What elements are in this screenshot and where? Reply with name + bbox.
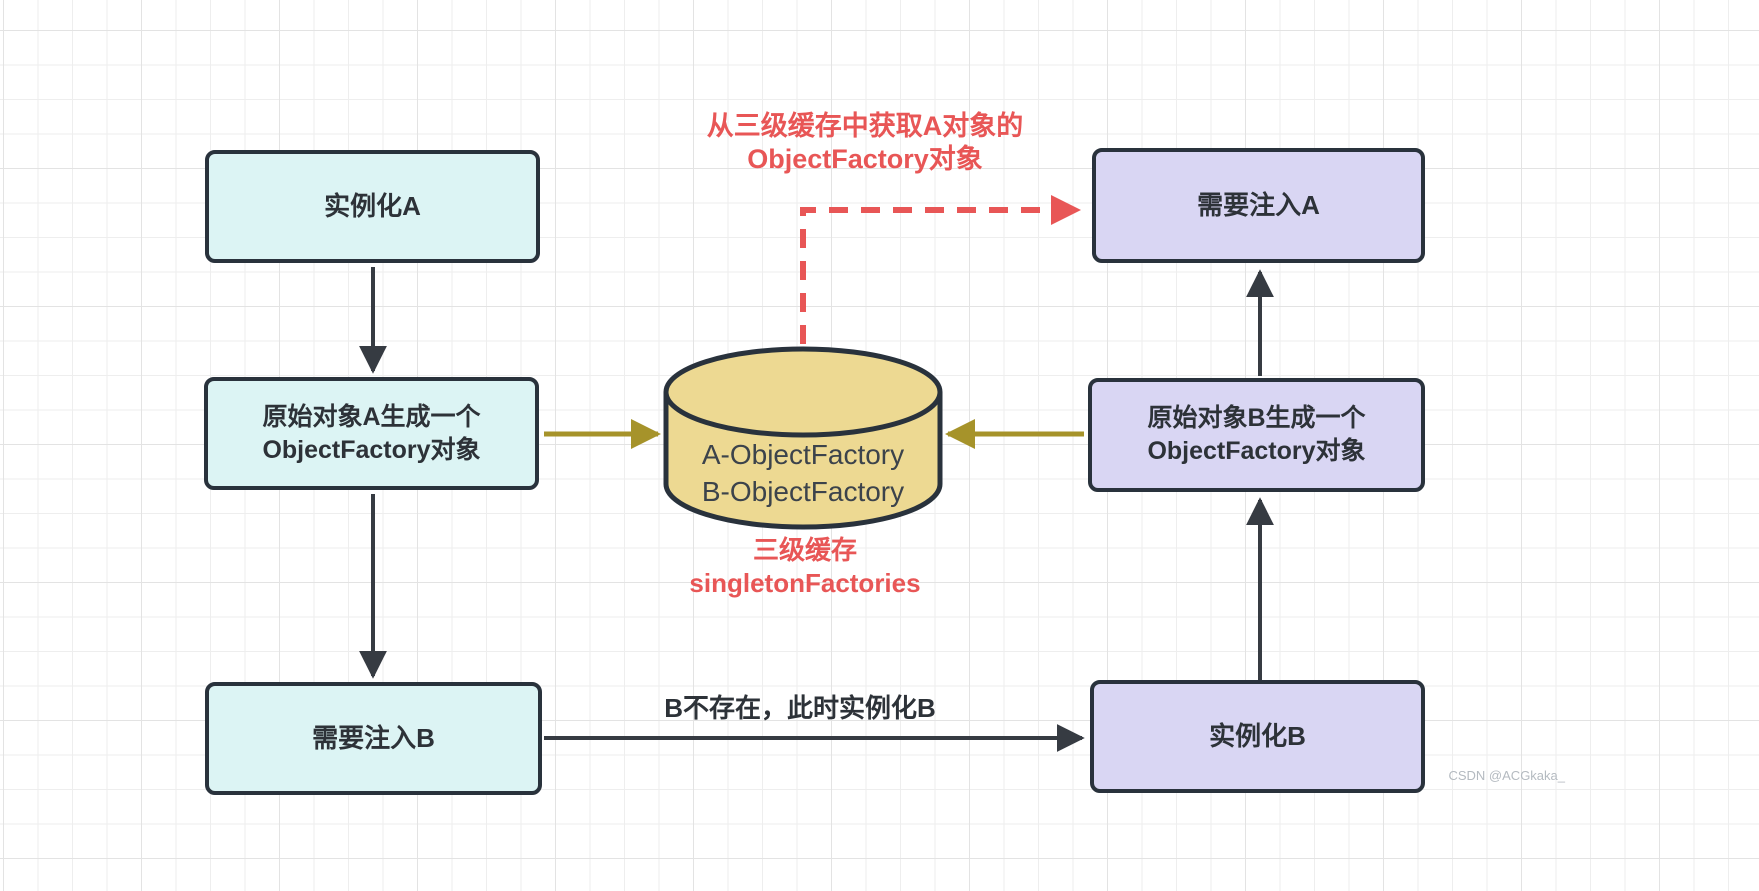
watermark: CSDN @ACGkaka_ — [1448, 768, 1565, 783]
node-inject-b: 需要注入B — [205, 682, 542, 795]
annotation-cache-name-line1: 三级缓存 — [752, 535, 857, 565]
arrow-cache-to-inject-a-dashed — [800, 195, 1081, 344]
annotation-fetch-line1: 从三级缓存中获取A对象的 — [706, 111, 1024, 141]
node-inject-a-label: 需要注入A — [1197, 190, 1320, 220]
edge-label-instantiate-b: B不存在，此时实例化B — [664, 693, 936, 723]
annotation-fetch-from-cache: 从三级缓存中获取A对象的 ObjectFactory对象 — [640, 110, 1090, 176]
node-inject-a: 需要注入A — [1092, 148, 1425, 263]
node-instantiate-a: 实例化A — [205, 150, 540, 263]
annotation-fetch-line2: ObjectFactory对象 — [747, 144, 983, 174]
cache-cylinder-text: A-ObjectFactory B-ObjectFactory — [666, 436, 940, 510]
cache-cylinder — [663, 346, 943, 530]
node-factory-a-line2: ObjectFactory对象 — [262, 435, 481, 464]
node-factory-b-line1: 原始对象B生成一个 — [1147, 404, 1366, 432]
annotation-cache-name-line2: singletonFactories — [689, 568, 921, 598]
cache-cylinder-top — [663, 346, 943, 438]
node-factory-a: 原始对象A生成一个 ObjectFactory对象 — [204, 377, 539, 490]
node-factory-b: 原始对象B生成一个 ObjectFactory对象 — [1088, 378, 1425, 492]
cache-entry-b: B-ObjectFactory — [701, 476, 905, 507]
node-instantiate-b-label: 实例化B — [1209, 721, 1306, 751]
node-inject-b-label: 需要注入B — [312, 723, 435, 753]
node-factory-b-line2: ObjectFactory对象 — [1147, 437, 1366, 465]
node-instantiate-b: 实例化B — [1090, 680, 1425, 793]
annotation-cache-name: 三级缓存 singletonFactories — [640, 534, 970, 600]
cache-entry-a: A-ObjectFactory — [701, 439, 905, 470]
node-instantiate-a-label: 实例化A — [324, 191, 421, 221]
node-factory-a-line1: 原始对象A生成一个 — [262, 402, 481, 431]
